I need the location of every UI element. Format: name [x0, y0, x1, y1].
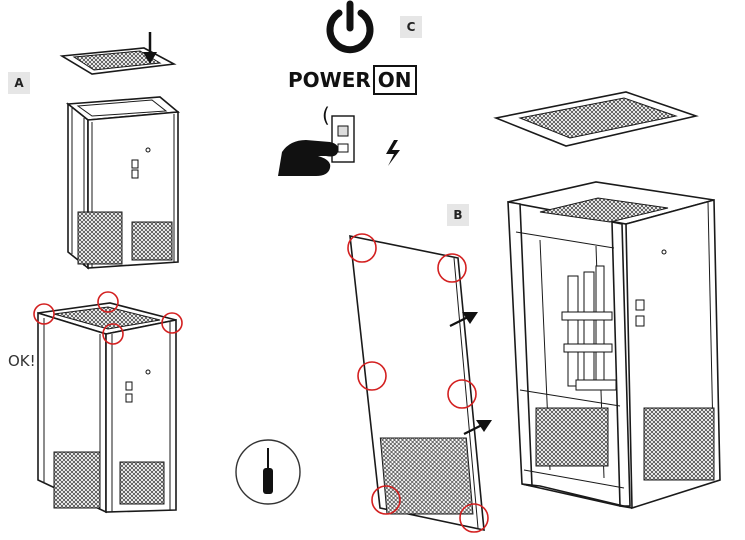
- cabinet-open-top: [65, 96, 181, 270]
- cabinet-open-front: [507, 181, 721, 510]
- hand-icon: [278, 140, 339, 176]
- clip-marker-bottom-right: [459, 503, 489, 533]
- power-word: POWER: [288, 68, 371, 92]
- step-label-a: A: [8, 72, 30, 94]
- filter-lid-right: [493, 91, 699, 147]
- step-label-c: C: [400, 16, 422, 38]
- power-state: ON: [372, 65, 417, 95]
- screw-marker-back: [97, 291, 119, 313]
- screw-marker-front: [102, 323, 124, 345]
- filter-lid-top-left: [59, 47, 177, 75]
- arrow-down-icon: [143, 32, 157, 64]
- clip-marker-top-left: [347, 233, 377, 263]
- cabinet-assembled: [37, 302, 177, 514]
- arrow-out-icon: [449, 312, 492, 435]
- clip-marker-bottom-left: [371, 485, 401, 515]
- screw-marker-front-left: [33, 303, 55, 325]
- clip-marker-top-right: [437, 253, 467, 283]
- clip-marker-mid-left: [357, 361, 387, 391]
- internal-module: [561, 265, 617, 391]
- power-on-label: POWER ON: [288, 64, 417, 96]
- screwdriver-icon: [235, 439, 301, 505]
- clip-marker-mid-right: [447, 379, 477, 409]
- step-label-b: B: [447, 204, 469, 226]
- ok-label: OK!: [8, 352, 36, 370]
- svg-text:(: (: [322, 103, 330, 127]
- front-panel: [349, 234, 485, 532]
- lightning-icon: [386, 140, 400, 166]
- screw-marker-right: [161, 312, 183, 334]
- power-icon: [326, 0, 374, 54]
